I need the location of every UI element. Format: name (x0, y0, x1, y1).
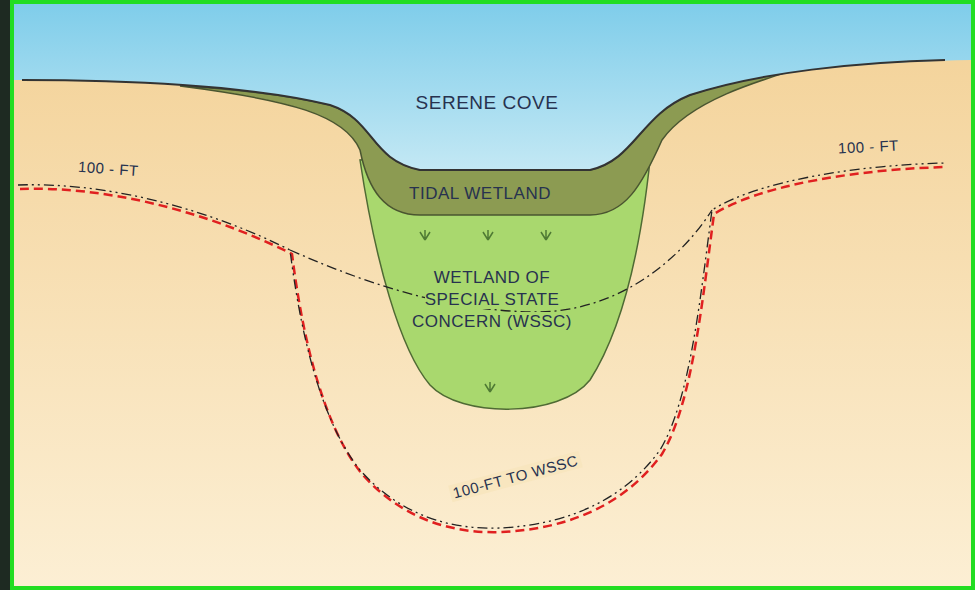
grass-tuft (483, 230, 493, 240)
buffer-line (18, 163, 945, 528)
buffer-label: 100 - FT (834, 136, 901, 156)
text-patch: WETLAND OF SPECIAL STATE CONCERN (WSSC) (412, 268, 572, 331)
shoreline (22, 60, 945, 170)
grass-tufts (420, 230, 551, 392)
area-name: SERENE COVE (377, 91, 597, 116)
water-label-box: SERENE COVE (377, 91, 597, 116)
wssc-box: WETLAND OF SPECIAL STATE CONCERN (WSSC) (412, 267, 572, 333)
area-name: TIDAL WETLAND (380, 183, 580, 205)
sand-ground (12, 2, 973, 588)
grass-tuft (420, 230, 430, 240)
area-name: WETLAND OF SPECIAL STATE CONCERN (WSSC) (412, 267, 572, 333)
grass-tuft (485, 382, 495, 392)
cove-water (14, 4, 971, 170)
wetland-band-box: TIDAL WETLAND (380, 183, 580, 205)
grass-tuft (541, 230, 551, 240)
wssc-buffer-line (20, 167, 947, 532)
